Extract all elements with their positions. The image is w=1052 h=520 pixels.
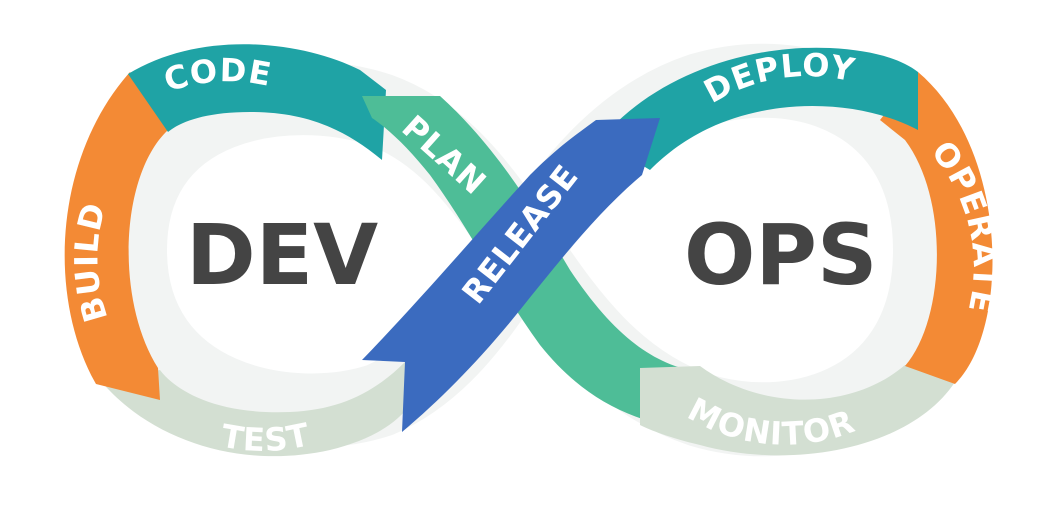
- segment-deploy: [600, 47, 918, 170]
- segment-operate: [880, 72, 993, 384]
- segment-build: [64, 72, 168, 400]
- segment-code: [128, 44, 386, 160]
- dev-label: DEV: [186, 206, 378, 304]
- segment-monitor: [640, 365, 955, 456]
- segment-test: [100, 362, 410, 457]
- ops-label: OPS: [684, 206, 877, 304]
- segment-release: [362, 118, 660, 432]
- label-test: TEST: [219, 415, 314, 459]
